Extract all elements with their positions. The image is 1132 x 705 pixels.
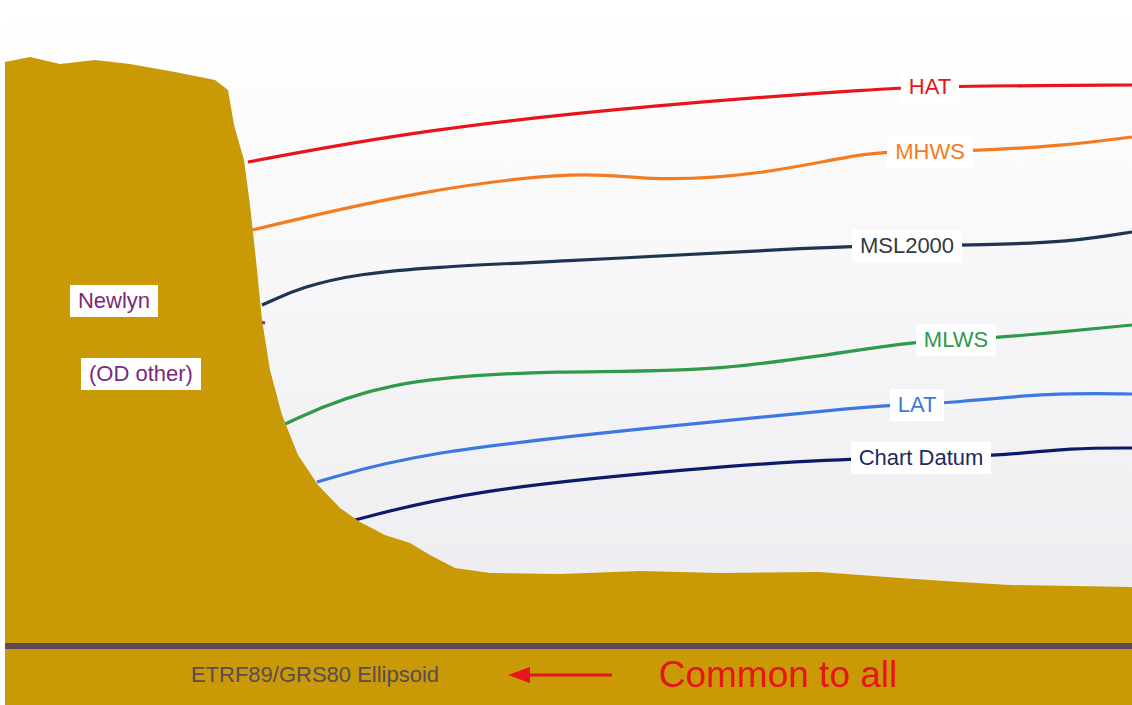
datum-label: Chart Datum bbox=[851, 442, 992, 473]
datum-line bbox=[355, 448, 1132, 520]
datum-label: MSL2000 bbox=[852, 230, 962, 261]
datum-label: LAT bbox=[890, 389, 945, 420]
red-arrow bbox=[508, 667, 612, 683]
ellipsoid-band bbox=[5, 646, 1132, 705]
arrow-head bbox=[508, 667, 530, 683]
datum-label: HAT bbox=[901, 71, 959, 102]
sky-background bbox=[5, 10, 1132, 646]
note-label: Common to all bbox=[659, 654, 898, 697]
datum-line bbox=[262, 232, 1132, 305]
datum-line bbox=[252, 137, 1132, 230]
ellipsoid-line bbox=[5, 642, 1132, 649]
datum-label: MHWS bbox=[887, 136, 973, 167]
height-datum-label: (OD other) bbox=[81, 358, 201, 389]
ellipsoid-label: ETRF89/GRS80 Ellipsoid bbox=[191, 662, 439, 687]
datum-line bbox=[283, 325, 1132, 425]
datum-line bbox=[317, 394, 1132, 482]
datum-label: MLWS bbox=[916, 324, 996, 355]
cliff-and-seabed bbox=[5, 57, 1132, 643]
height-datum-label: Newlyn bbox=[70, 285, 158, 316]
arrow-shaft bbox=[528, 674, 612, 677]
